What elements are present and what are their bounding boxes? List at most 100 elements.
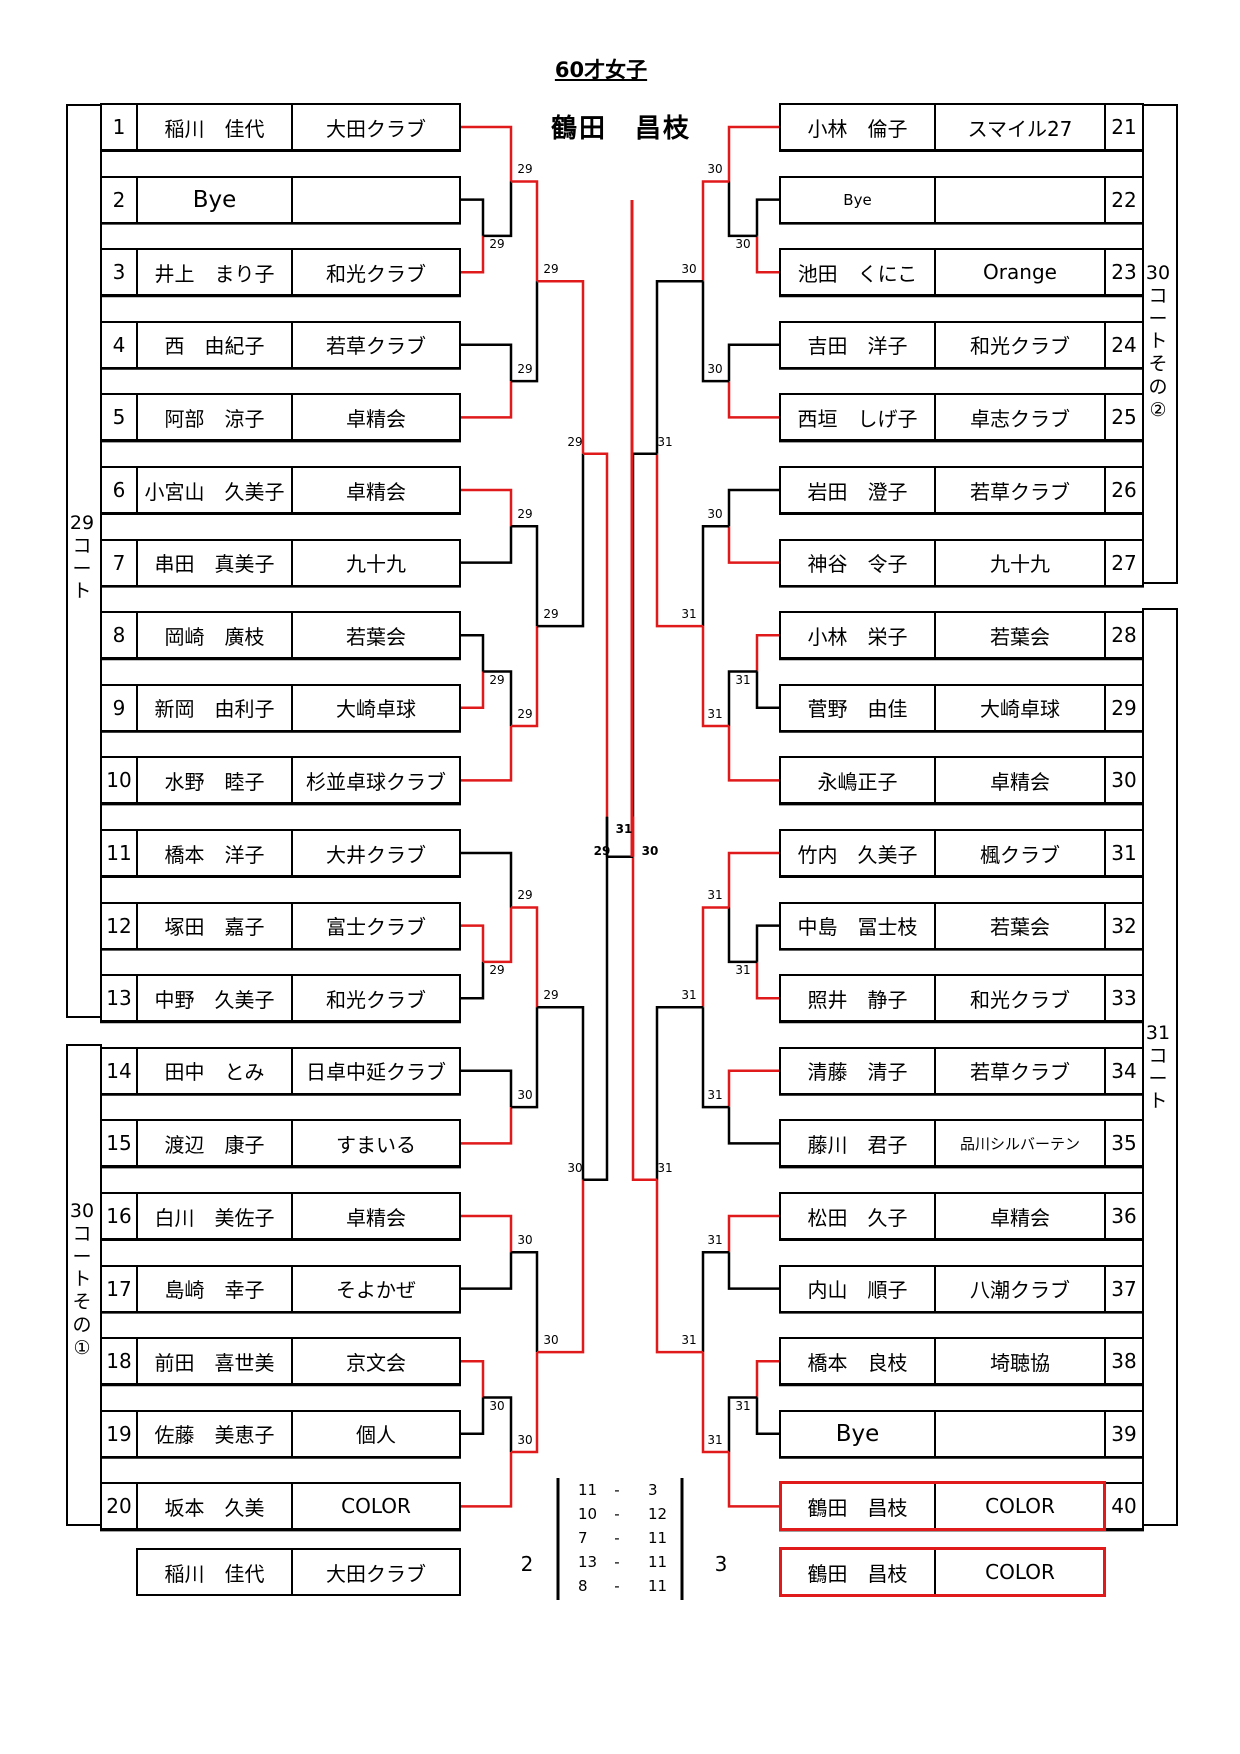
player-name: 渡辺 康子 — [136, 1119, 293, 1168]
bracket-line — [727, 381, 779, 419]
club-name: 卓志クラブ — [936, 393, 1106, 442]
seed-number: 32 — [1106, 901, 1144, 950]
finalist-right-name: 鶴田 昌枝 — [779, 1548, 936, 1596]
bracket-line — [727, 343, 779, 382]
match-court-number: 30 — [517, 1088, 533, 1103]
match-court-number: 30 — [707, 162, 723, 177]
seed-number: 37 — [1106, 1264, 1144, 1313]
bracket-line — [511, 525, 539, 627]
match-court-number: 31 — [707, 1432, 723, 1447]
set-score-right: 3 — [648, 1481, 658, 1499]
seed-number: 3 — [100, 248, 136, 297]
player-name: 阿部 涼子 — [136, 393, 293, 442]
player-name: 佐藤 美恵子 — [136, 1409, 293, 1458]
player-name: 新岡 由利子 — [136, 683, 293, 732]
club-name: 和光クラブ — [936, 320, 1106, 369]
player-name: 中島 冨士枝 — [779, 901, 936, 950]
player-name: 橋本 洋子 — [136, 829, 293, 877]
player-name: 照井 静子 — [779, 974, 936, 1023]
club-name: 卓精会 — [293, 393, 461, 442]
bracket-line — [511, 281, 539, 383]
seed-number: 27 — [1106, 538, 1144, 587]
match-court-number: 29 — [517, 362, 533, 377]
set-score-left: 13 — [578, 1553, 598, 1571]
bracket-line — [511, 1251, 539, 1353]
club-name: スマイル27 — [936, 103, 1106, 151]
match-court-number: 29 — [517, 162, 533, 177]
bracket-line — [461, 924, 485, 962]
player-name: 稲川 佳代 — [136, 103, 293, 151]
match-court-number: 30 — [517, 1432, 533, 1447]
seed-number: 22 — [1106, 175, 1144, 224]
player-name: 池田 くにこ — [779, 248, 936, 297]
court-char: の — [72, 1313, 92, 1336]
bracket-line — [461, 1451, 513, 1508]
court-char: 29 — [69, 512, 95, 534]
bracket-line — [461, 1214, 513, 1253]
bracket-line — [727, 1252, 779, 1290]
match-court-number: 31 — [735, 672, 751, 687]
bracket-line — [727, 670, 757, 726]
seed-number: 7 — [100, 538, 136, 587]
match-court-number: 31 — [707, 706, 723, 721]
set-score-left: 8 — [578, 1577, 588, 1595]
bracket-line — [701, 1251, 729, 1353]
court-char: 30 — [69, 1200, 95, 1222]
court-char: コ — [1148, 1044, 1168, 1067]
seed-number: 5 — [100, 393, 136, 442]
set-score-dash: - — [614, 1481, 620, 1499]
seed-number: 15 — [100, 1119, 136, 1168]
court-char: ② — [1149, 398, 1167, 421]
bracket-line — [727, 488, 779, 527]
player-name: 清藤 清子 — [779, 1046, 936, 1095]
court-char: コ — [72, 1222, 92, 1245]
player-name: 鶴田 昌枝 — [779, 1482, 936, 1531]
bracket-line — [461, 125, 513, 182]
match-court-number: 31 — [681, 988, 697, 1003]
bracket-line — [461, 1359, 485, 1398]
match-court-number: 30 — [567, 1160, 583, 1175]
bracket-line — [537, 453, 585, 628]
club-name: 富士クラブ — [293, 901, 461, 950]
player-name: 小林 倫子 — [779, 103, 936, 151]
player-name: 内山 順子 — [779, 1264, 936, 1313]
finalist-left-club: 大田クラブ — [293, 1548, 461, 1596]
player-name: 藤川 君子 — [779, 1119, 936, 1168]
bracket-line — [511, 1007, 539, 1109]
bracket-line — [583, 452, 609, 817]
seed-number: 2 — [100, 175, 136, 224]
match-court-number: 31 — [735, 1398, 751, 1413]
set-score-right: 12 — [648, 1505, 668, 1523]
club-name: 若草クラブ — [936, 466, 1106, 514]
player-name: 小林 栄子 — [779, 611, 936, 660]
set-score-left: 7 — [578, 1529, 588, 1547]
set-score-left: 10 — [578, 1505, 598, 1523]
player-name: 水野 睦子 — [136, 756, 293, 805]
bracket-line — [755, 1397, 779, 1436]
bracket-line — [461, 671, 485, 710]
match-court-number: 31 — [657, 1160, 673, 1175]
seed-number: 19 — [100, 1409, 136, 1458]
club-name: 八潮クラブ — [936, 1264, 1106, 1313]
court-char: そ — [72, 1291, 92, 1314]
seed-number: 1 — [100, 103, 136, 151]
bracket-line — [701, 626, 729, 728]
club-name: 大田クラブ — [293, 103, 461, 151]
bracket-line — [461, 1252, 513, 1290]
seed-number: 18 — [100, 1337, 136, 1386]
seed-number: 12 — [100, 901, 136, 950]
court-char: ー — [1148, 1067, 1168, 1090]
seed-number: 9 — [100, 683, 136, 732]
player-name: 井上 まり子 — [136, 248, 293, 297]
bracket-line — [511, 626, 539, 728]
match-court-number: 29 — [489, 236, 505, 251]
club-name: 九十九 — [936, 538, 1106, 587]
bracket-line — [461, 633, 485, 672]
club-name: 和光クラブ — [293, 974, 461, 1023]
bracket-line — [461, 343, 513, 382]
seed-number: 14 — [100, 1046, 136, 1095]
match-court-number: 30 — [489, 1398, 505, 1413]
court-char: ー — [72, 1245, 92, 1268]
